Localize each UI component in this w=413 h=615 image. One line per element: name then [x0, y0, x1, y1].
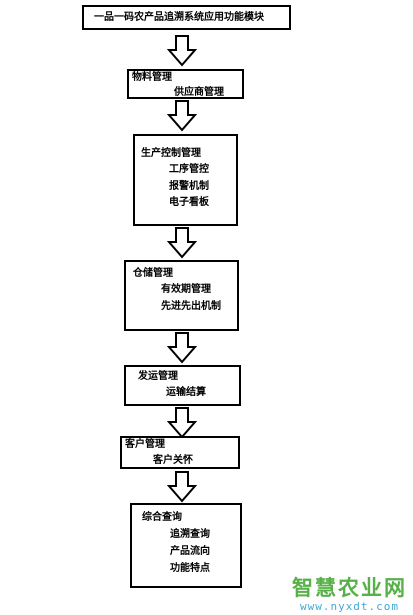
- diagram-title: 一品一码农产品追溯系统应用功能模块: [94, 12, 264, 23]
- product-flow: 产品流向: [170, 546, 210, 557]
- query-box: 综合查询 追溯查询 产品流向 功能特点: [130, 503, 242, 588]
- flow-arrow-4: [167, 332, 197, 364]
- transport-settlement: 运输结算: [166, 387, 206, 398]
- process-control: 工序管控: [169, 164, 209, 175]
- materials-title: 物料管理: [132, 72, 172, 83]
- customer-title: 客户管理: [125, 439, 165, 450]
- electronic-kanban: 电子看板: [169, 197, 209, 208]
- trace-query: 追溯查询: [170, 529, 210, 540]
- flow-arrow-5: [167, 407, 197, 439]
- feature-highlights: 功能特点: [170, 563, 210, 574]
- shipping-box: 发运管理 运输结算: [124, 365, 241, 406]
- shipping-title: 发运管理: [138, 371, 178, 382]
- customer-box: 客户管理 客户关怀: [120, 436, 240, 469]
- warehouse-title: 仓储管理: [133, 268, 173, 279]
- title-box: 一品一码农产品追溯系统应用功能模块: [82, 5, 291, 30]
- expiry-management: 有效期管理: [161, 284, 211, 295]
- flow-arrow-6: [167, 471, 197, 503]
- warehouse-box: 仓储管理 有效期管理 先进先出机制: [124, 260, 239, 331]
- production-title: 生产控制管理: [141, 148, 201, 159]
- supplier-management: 供应商管理: [174, 87, 224, 98]
- materials-box: 物料管理 供应商管理: [127, 69, 244, 99]
- watermark-name: 智慧农业网: [292, 576, 407, 600]
- flow-arrow-2: [167, 100, 197, 132]
- customer-care: 客户关怀: [153, 455, 193, 466]
- flow-arrow-3: [167, 227, 197, 259]
- watermark-url: www.nyxdt.com: [299, 600, 400, 613]
- query-title: 综合查询: [142, 512, 182, 523]
- fifo-mechanism: 先进先出机制: [161, 301, 221, 312]
- flow-arrow-1: [167, 35, 197, 67]
- alarm-mechanism: 报警机制: [169, 181, 209, 192]
- watermark: 智慧农业网 www.nyxdt.com: [292, 576, 407, 613]
- production-box: 生产控制管理 工序管控 报警机制 电子看板: [133, 134, 238, 226]
